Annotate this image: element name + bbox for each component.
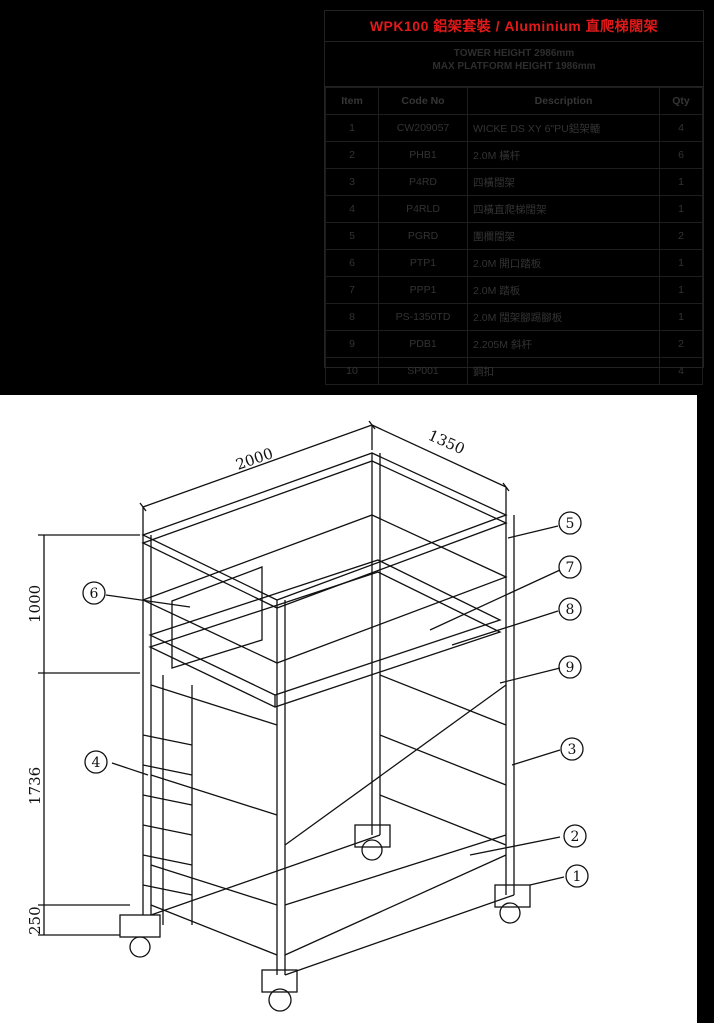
cell-code: PPP1 bbox=[378, 276, 468, 304]
cell-description: WICKE DS XY 6"PU鋁架轆 bbox=[467, 114, 660, 142]
cell-item: 2 bbox=[325, 141, 379, 169]
callout-2: 2 bbox=[571, 829, 580, 845]
dim-width: 2000 bbox=[233, 444, 275, 473]
cell-description: 2.0M 開口踏板 bbox=[467, 249, 660, 277]
dim-height-1: 1000 bbox=[26, 585, 44, 623]
cell-code: PTP1 bbox=[378, 249, 468, 277]
cell-item: 4 bbox=[325, 195, 379, 223]
cell-code: P4RLD bbox=[378, 195, 468, 223]
scaffold-drawing: 2000 1350 1000 1736 250 6 4 5 7 8 9 3 2 … bbox=[0, 395, 697, 1023]
tower-height: TOWER HEIGHT 2986mm bbox=[453, 48, 575, 59]
header-qty: Qty bbox=[659, 87, 703, 115]
cell-code: CW209057 bbox=[378, 114, 468, 142]
header-description: Description bbox=[467, 87, 660, 115]
cell-code: PGRD bbox=[378, 222, 468, 250]
cell-qty: 2 bbox=[659, 330, 703, 358]
cell-qty: 1 bbox=[659, 168, 703, 196]
cell-code: SP001 bbox=[378, 357, 468, 385]
callout-3: 3 bbox=[568, 742, 577, 758]
callout-1: 1 bbox=[573, 869, 582, 885]
cell-qty: 1 bbox=[659, 195, 703, 223]
cell-item: 8 bbox=[325, 303, 379, 331]
cell-description: 2.0M 踏板 bbox=[467, 276, 660, 304]
cell-description: 四橫闊架 bbox=[467, 168, 660, 196]
header-code: Code No bbox=[378, 87, 468, 115]
callout-8: 8 bbox=[566, 602, 575, 618]
table-header-row: Item Code No Description Qty bbox=[325, 87, 703, 115]
cell-qty: 2 bbox=[659, 222, 703, 250]
cell-item: 5 bbox=[325, 222, 379, 250]
callout-5: 5 bbox=[566, 516, 575, 532]
cell-item: 7 bbox=[325, 276, 379, 304]
cell-item: 10 bbox=[325, 357, 379, 385]
cell-description: 鋼扣 bbox=[467, 357, 660, 385]
product-title: WPK100 鋁架套裝 / Aluminium 直爬梯闊架 bbox=[325, 11, 703, 42]
platform-height: MAX PLATFORM HEIGHT 1986mm bbox=[432, 61, 596, 72]
cell-qty: 1 bbox=[659, 276, 703, 304]
cell-code: PDB1 bbox=[378, 330, 468, 358]
callout-9: 9 bbox=[566, 660, 575, 676]
scaffold-svg: 2000 1350 1000 1736 250 6 4 5 7 8 9 3 2 … bbox=[26, 420, 589, 1012]
cell-qty: 1 bbox=[659, 303, 703, 331]
callout-4: 4 bbox=[92, 755, 101, 771]
height-info: TOWER HEIGHT 2986mm MAX PLATFORM HEIGHT … bbox=[325, 42, 703, 87]
cell-item: 9 bbox=[325, 330, 379, 358]
spec-panel: WPK100 鋁架套裝 / Aluminium 直爬梯闊架 TOWER HEIG… bbox=[324, 10, 704, 385]
dim-height-3: 250 bbox=[26, 906, 44, 935]
cell-description: 2.0M 闊架腳踢腳板 bbox=[467, 303, 660, 331]
dim-height-2: 1736 bbox=[26, 767, 44, 805]
cell-description: 圍欄闊架 bbox=[467, 222, 660, 250]
cell-qty: 1 bbox=[659, 249, 703, 277]
cell-qty: 4 bbox=[659, 114, 703, 142]
dim-depth: 1350 bbox=[425, 426, 467, 458]
cell-description: 2.205M 斜杆 bbox=[467, 330, 660, 358]
callout-7: 7 bbox=[566, 560, 575, 576]
cell-code: PS-1350TD bbox=[378, 303, 468, 331]
cell-code: PHB1 bbox=[378, 141, 468, 169]
cell-qty: 4 bbox=[659, 357, 703, 385]
callout-6: 6 bbox=[90, 586, 99, 602]
cell-description: 2.0M 橫杆 bbox=[467, 141, 660, 169]
header-item: Item bbox=[325, 87, 379, 115]
cell-item: 3 bbox=[325, 168, 379, 196]
cell-description: 四橫直爬梯闊架 bbox=[467, 195, 660, 223]
cell-code: P4RD bbox=[378, 168, 468, 196]
cell-qty: 6 bbox=[659, 141, 703, 169]
cell-item: 1 bbox=[325, 114, 379, 142]
cell-item: 6 bbox=[325, 249, 379, 277]
